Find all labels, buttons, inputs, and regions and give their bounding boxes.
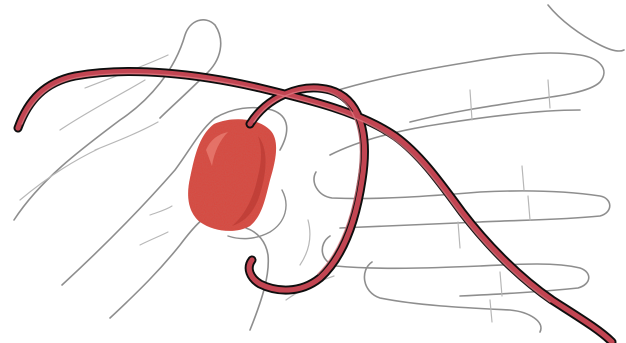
bead bbox=[188, 119, 276, 231]
thumb-back-line bbox=[20, 122, 158, 200]
index-finger-underside bbox=[110, 210, 218, 318]
wrist-outline bbox=[548, 5, 624, 51]
cord-fill bbox=[18, 72, 612, 342]
cord-outline bbox=[18, 72, 612, 342]
middle-finger-outline bbox=[332, 53, 604, 122]
index-knuckle-lines bbox=[140, 206, 172, 245]
ring-finger-joint-lines bbox=[522, 166, 530, 220]
red-cord bbox=[18, 72, 612, 342]
little-finger-outline bbox=[322, 236, 588, 296]
